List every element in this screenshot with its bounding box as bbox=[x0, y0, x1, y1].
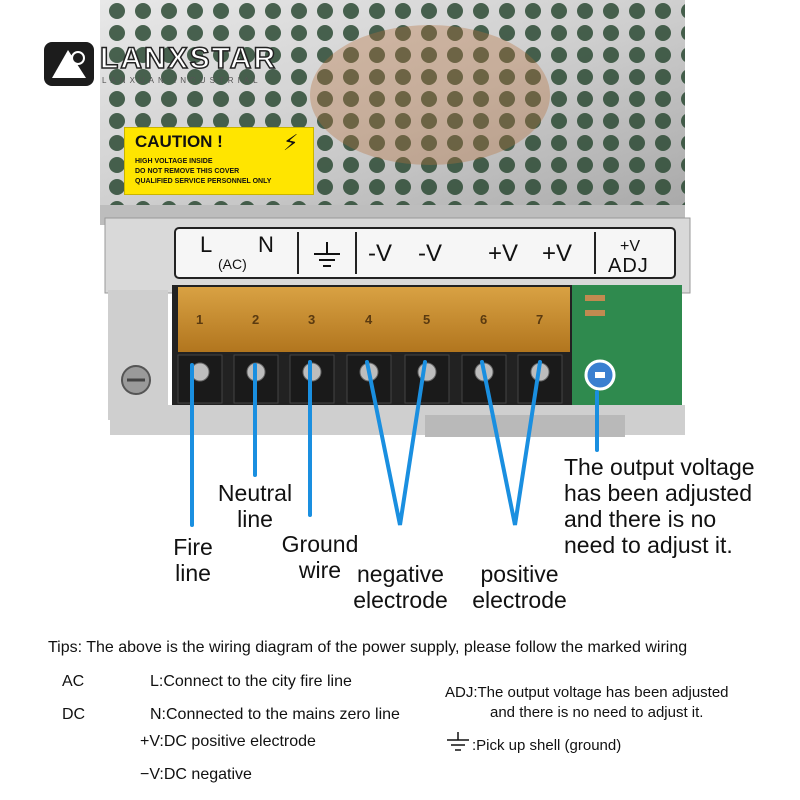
power-supply-illustration bbox=[44, 0, 691, 437]
tips-header: Tips: The above is the wiring diagram of… bbox=[48, 639, 688, 656]
terminal-number: 2 bbox=[252, 312, 260, 327]
terminal-number: 6 bbox=[480, 312, 488, 327]
terminal-label-pos: +V bbox=[542, 240, 573, 267]
terminal-number: 5 bbox=[423, 312, 431, 327]
terminal-number: 7 bbox=[536, 312, 544, 327]
callout-positive-electrode: positive electrode bbox=[462, 561, 577, 613]
tips-pv: +V:DC positive electrode bbox=[140, 733, 316, 750]
terminal-label-ac: (AC) bbox=[218, 256, 247, 272]
callout-text: wire bbox=[298, 557, 342, 583]
callout-lines bbox=[190, 360, 599, 527]
callout-text: and there is no bbox=[564, 506, 717, 532]
terminal-label-adj-top: +V bbox=[620, 238, 641, 255]
tips-l: L:Connect to the city fire line bbox=[150, 673, 352, 690]
terminal-label-adj: ADJ bbox=[608, 255, 649, 277]
callout-text: need to adjust it. bbox=[564, 532, 733, 558]
callout-text: line bbox=[237, 506, 273, 532]
terminal-number: 4 bbox=[365, 312, 373, 327]
terminal-label-neg: -V bbox=[368, 240, 392, 267]
tips-n: N:Connected to the mains zero line bbox=[150, 706, 400, 723]
positive-electrode-pointer bbox=[480, 360, 542, 526]
caution-line: HIGH VOLTAGE INSIDE bbox=[135, 158, 213, 165]
terminal-cover bbox=[178, 287, 570, 352]
callout-text: Fire bbox=[173, 534, 213, 560]
caution-line: DO NOT REMOVE THIS COVER bbox=[135, 168, 240, 175]
terminal-label-n: N bbox=[258, 232, 274, 257]
terminal-number: 3 bbox=[308, 312, 316, 327]
brand-tagline: LANXUAN INDUSTRIAL bbox=[102, 76, 262, 85]
terminal-label-pos: +V bbox=[488, 240, 519, 267]
tips-adj-1: ADJ:The output voltage has been adjusted bbox=[445, 684, 729, 701]
callout-text: positive bbox=[480, 561, 559, 587]
callout-neutral-line: Neutral line bbox=[205, 480, 305, 532]
callout-text: The output voltage bbox=[564, 454, 755, 480]
ground-symbol-icon bbox=[314, 242, 340, 267]
callout-text: Ground bbox=[281, 531, 359, 557]
caution-title: CAUTION ! bbox=[135, 132, 223, 151]
terminal-label-l: L bbox=[200, 232, 213, 257]
callout-fire-line: Fire line bbox=[158, 534, 228, 586]
ground-symbol-icon bbox=[447, 732, 469, 751]
tips-ac-key: AC bbox=[62, 673, 85, 690]
callout-text: Neutral bbox=[217, 480, 293, 506]
tips-adj-2: and there is no need to adjust it. bbox=[490, 704, 704, 721]
callout-text: negative bbox=[357, 561, 444, 587]
tips-dc-key: DC bbox=[62, 706, 86, 723]
callout-text: line bbox=[175, 560, 211, 586]
terminal-number: 1 bbox=[196, 312, 204, 327]
tips-ground: :Pick up shell (ground) bbox=[472, 737, 622, 754]
pcb bbox=[572, 285, 682, 410]
callout-ground-wire: Ground wire bbox=[270, 531, 370, 583]
negative-electrode-pointer bbox=[365, 360, 427, 526]
caution-line: QUALIFIED SERVICE PERSONNEL ONLY bbox=[135, 178, 272, 185]
callout-negative-electrode: negative electrode bbox=[343, 561, 458, 613]
callout-text: electrode bbox=[353, 587, 448, 613]
callout-text: electrode bbox=[472, 587, 567, 613]
brand-logo: LANXSTAR bbox=[99, 41, 278, 76]
warning-bolt-icon: ⚡ bbox=[283, 130, 299, 155]
caution-label: CAUTION ! ⚡ HIGH VOLTAGE INSIDE DO NOT R… bbox=[125, 128, 313, 194]
callout-adjust: The output voltage has been adjusted and… bbox=[564, 454, 794, 558]
terminal-label-neg: -V bbox=[418, 240, 442, 267]
tips-nv: −V:DC negative bbox=[140, 766, 252, 783]
callout-text: has been adjusted bbox=[564, 480, 752, 506]
